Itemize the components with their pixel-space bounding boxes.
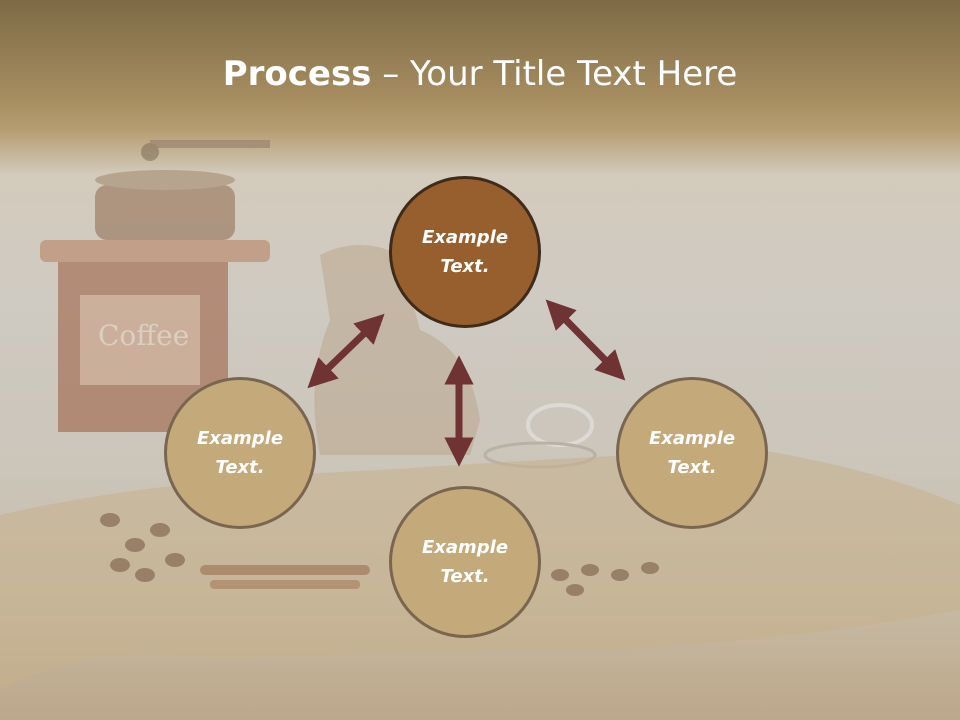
title-rest: – Your Title Text Here [371,54,738,94]
circle-bottom-text: Example Text. [421,537,509,587]
svg-text:Coffee: Coffee [98,319,189,352]
circle-bottom: Example Text. [389,486,541,638]
circle-top: Example Text. [389,176,541,328]
circle-right-text: Example Text. [648,428,736,478]
slide-title: Process – Your Title Text Here [0,50,960,98]
coffee-grinder-image: Coffee [40,140,270,432]
circle-top-text: Example Text. [421,227,509,277]
circle-left: Example Text. [164,377,316,529]
title-bold: Process [222,54,372,94]
double-arrow-top-right [545,299,626,381]
circle-right: Example Text. [616,377,768,529]
coffee-beans-image [100,513,659,596]
burlap-sack-image [314,245,480,455]
circle-left-text: Example Text. [196,428,284,478]
double-arrow-top-left [307,313,385,389]
cinnamon-sticks-image [200,565,370,589]
